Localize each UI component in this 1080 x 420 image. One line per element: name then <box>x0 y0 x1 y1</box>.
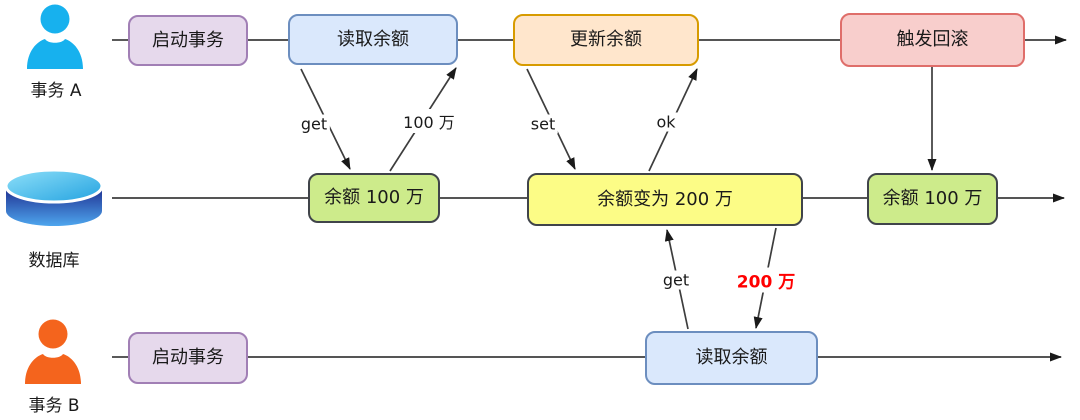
lane-label-transaction-b: 事务 B <box>28 396 80 416</box>
edge-label-a-get: get <box>297 114 331 134</box>
node-a-start: 启动事务 <box>128 15 248 66</box>
lane-label-transaction-a: 事务 A <box>30 81 82 101</box>
edge-label-a-ok: ok <box>653 112 679 132</box>
person-icon <box>25 319 81 384</box>
node-db-balance-200: 余额变为 200 万 <box>527 173 803 226</box>
node-a-read: 读取余额 <box>288 14 458 65</box>
edge-label-b-get: get <box>659 270 693 290</box>
node-db-balance-100: 余额 100 万 <box>308 173 440 223</box>
person-icon <box>27 4 83 69</box>
edge-label-b-result-200: 200 万 <box>733 267 799 293</box>
edge-label-a-set: set <box>527 114 559 134</box>
database-icon <box>4 168 104 226</box>
node-b-start: 启动事务 <box>128 332 248 384</box>
node-b-read: 读取余额 <box>645 331 818 385</box>
lane-label-database: 数据库 <box>28 251 80 271</box>
node-a-update: 更新余额 <box>513 14 699 66</box>
node-db-balance-100-after: 余额 100 万 <box>867 173 998 225</box>
node-a-rollback: 触发回滚 <box>840 13 1025 67</box>
edge-label-a-result-100: 100 万 <box>400 109 458 133</box>
